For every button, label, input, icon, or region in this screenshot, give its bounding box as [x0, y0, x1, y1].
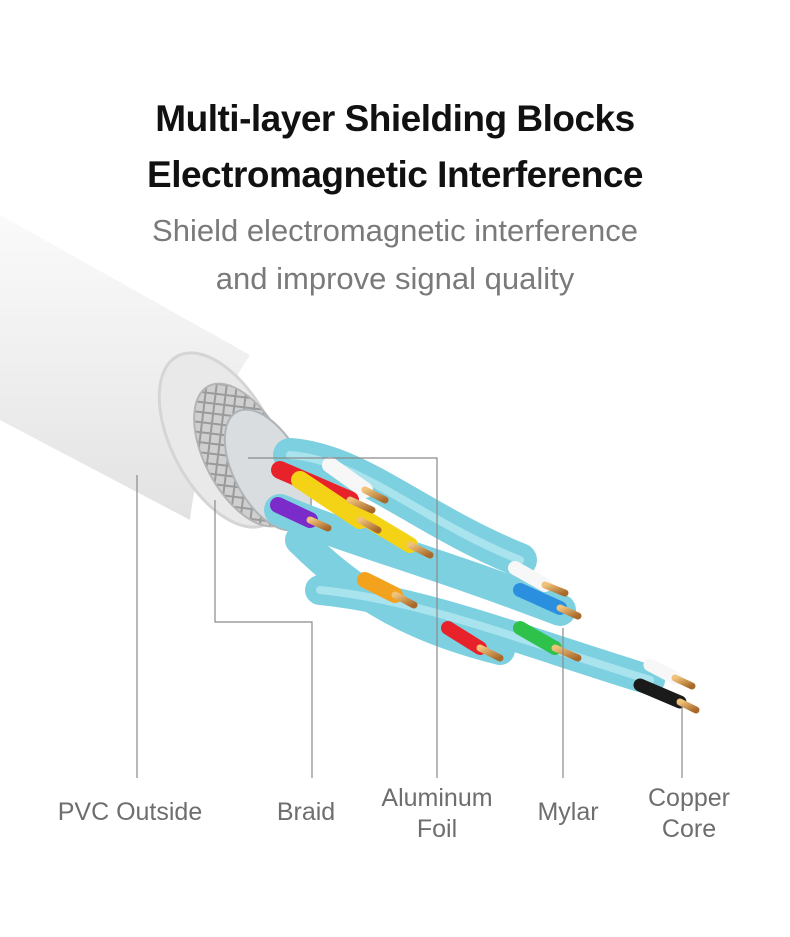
title-line-2: Electromagnetic Interference — [147, 154, 643, 195]
title-line-1: Multi-layer Shielding Blocks — [155, 98, 635, 139]
label-pvc-outside: PVC Outside — [57, 798, 203, 826]
copper-cores — [306, 486, 700, 714]
subtitle-line-2: and improve signal quality — [215, 261, 575, 296]
label-copper-core: Copper Core — [648, 784, 730, 843]
label-mylar: Mylar — [537, 798, 599, 826]
mylar-twisted-pairs — [264, 438, 665, 695]
subtitle-line-1: Shield electromagnetic interference — [152, 213, 638, 248]
leader-lines — [136, 457, 683, 778]
colored-wires — [270, 457, 687, 709]
label-aluminum-foil: Aluminum Foil — [381, 784, 493, 843]
label-braid: Braid — [276, 798, 336, 826]
